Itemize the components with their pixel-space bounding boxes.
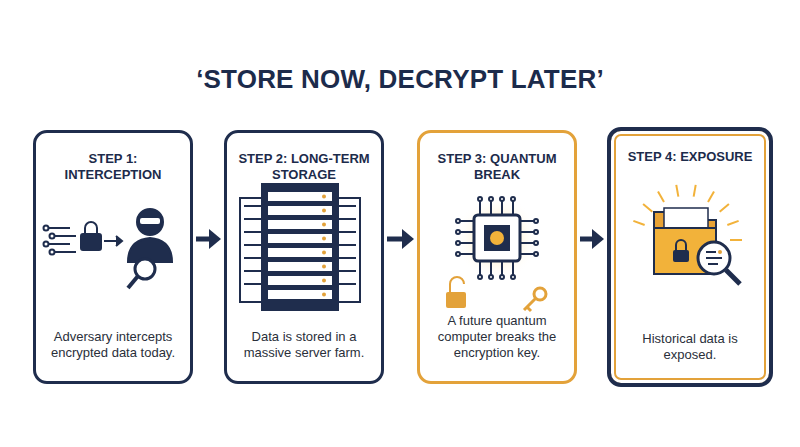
flow-arrow: [196, 229, 221, 249]
exposure-icon: [633, 185, 742, 284]
step-description: A future quantum computer breaks the enc…: [420, 313, 574, 361]
step-card: STEP 4: EXPOSURE Historical data is expos…: [607, 127, 773, 387]
diagram-title: ‘STORE NOW, DECRYPT LATER’: [0, 64, 800, 95]
flow-arrow: [387, 229, 414, 249]
step-description: Historical data is exposed.: [611, 331, 769, 363]
flow-arrow: [580, 229, 604, 249]
step-card: STEP 1: INTERCEPTION Adversary intercepts…: [33, 130, 193, 384]
step-heading: STEP 3: QUANTUM BREAK: [420, 151, 574, 183]
quantum-chip-icon: [446, 196, 546, 311]
interception-icon: [44, 209, 173, 288]
step-heading: STEP 1: INTERCEPTION: [36, 151, 190, 183]
step-heading: STEP 4: EXPOSURE: [618, 149, 763, 165]
step-card: STEP 2: LONG-TERM STORAGE Data is stored …: [224, 130, 384, 384]
step-card: STEP 3: QUANTUM BREAK A future quantum co…: [417, 130, 577, 384]
step-description: Adversary intercepts encrypted data toda…: [36, 329, 190, 361]
server-farm-icon: [240, 184, 360, 310]
step-heading: STEP 2: LONG-TERM STORAGE: [227, 151, 381, 183]
step-description: Data is stored in a massive server farm.: [227, 329, 381, 361]
